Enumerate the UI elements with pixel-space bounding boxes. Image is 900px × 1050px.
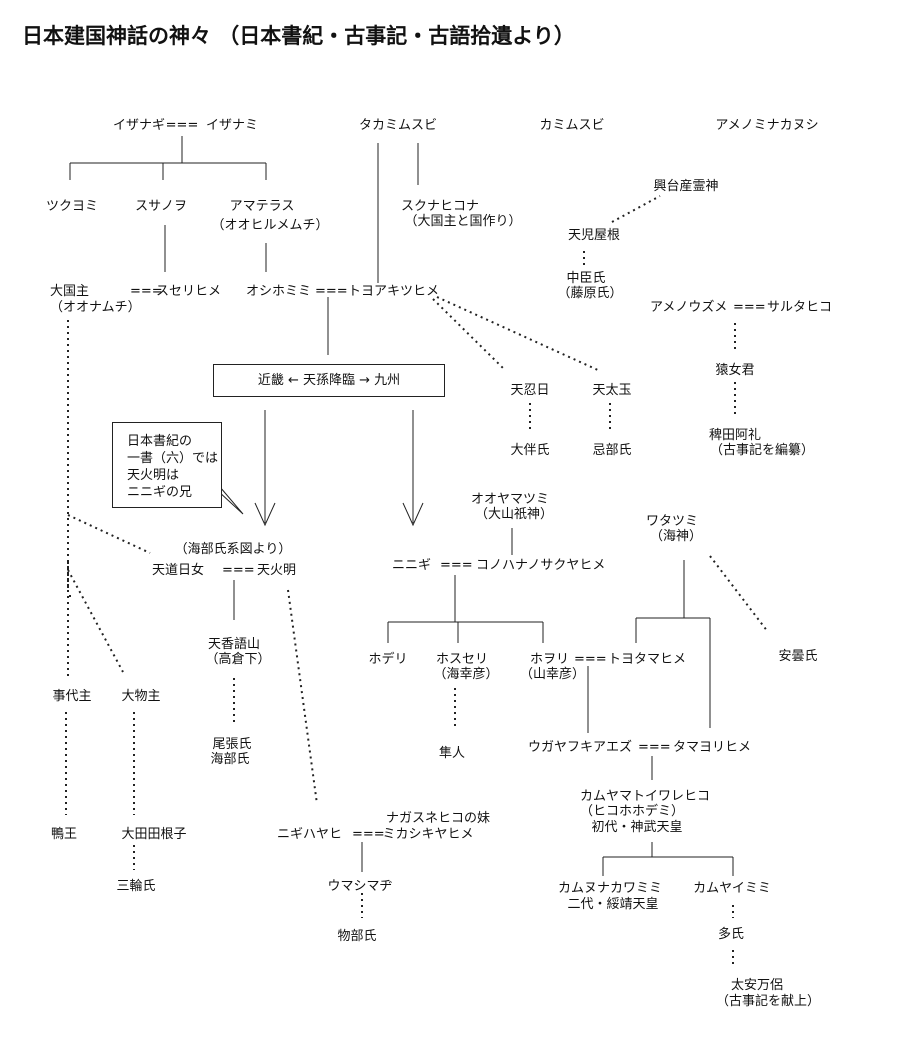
descent-label: 近畿 ← 天孫降臨 → 九州 (257, 373, 401, 388)
node-izanagi: イザナギ (112, 118, 166, 133)
node-sukunahikona-note: （大国主と国作り） (404, 214, 522, 229)
node-hoderi: ホデリ (368, 652, 408, 667)
node-oyasumaro-note: （古事記を献上） (715, 994, 821, 1009)
node-otataneko: 大田田根子 (121, 827, 187, 842)
node-hosuseri: ホスセリ (435, 652, 489, 667)
node-sarume: 猿女君 (715, 363, 755, 378)
node-suizei: 二代・綏靖天皇 (567, 897, 659, 912)
node-takamimusubi: タカミムスビ (358, 118, 438, 133)
node-kamuyaimimi: カムヤイミミ (693, 881, 771, 896)
node-nakatomi: 中臣氏 (566, 271, 606, 286)
node-tamayorihime: タマヨリヒメ (673, 740, 752, 755)
dotted-connectors (65, 195, 769, 968)
node-amenomichihime: 天道日女 (152, 563, 205, 578)
node-okuninushi: 大国主 (50, 284, 90, 299)
node-azumi: 安曇氏 (778, 649, 818, 664)
node-amenohoakari: 天火明 (257, 563, 297, 578)
node-kogotosanrei: 興台産霊神 (653, 179, 719, 194)
node-ugaya: ウガヤフキアエズ (528, 740, 633, 755)
node-hieda-note: （古事記を編纂） (709, 443, 815, 458)
marriage-symbol: === (352, 827, 385, 842)
marriage-symbol: === (165, 118, 199, 133)
marriage-symbol: === (638, 740, 671, 755)
node-suserihime: スセリヒメ (156, 284, 222, 299)
node-tsukuyomi: ツクヨミ (45, 199, 99, 214)
node-hieda: 稗田阿礼 (708, 428, 762, 443)
node-amaterasu: アマテラス (229, 199, 295, 214)
node-mikashikiyahime: ミカシキヤヒメ (382, 827, 474, 842)
node-amenofutodama: 天太玉 (592, 383, 632, 398)
node-mononobe: 物部氏 (337, 929, 377, 944)
note-box: 日本書紀の 一書（六）では 天火明は ニニギの兄 (112, 422, 222, 508)
node-kamununakawamimi: カムヌナカワミミ (557, 881, 663, 896)
node-konohanasakuya: コノハナノサクヤヒメ (476, 558, 606, 573)
node-omononushi: 大物主 (121, 689, 161, 704)
note-line: 天火明は (127, 468, 180, 483)
node-umashimaji: ウマシマヂ (327, 879, 393, 894)
node-izanami: イザナミ (205, 118, 259, 133)
node-takakuraji: （高倉下） (205, 652, 271, 667)
node-amenooshihi: 天忍日 (510, 383, 550, 398)
node-nigihayahi: ニギハヤヒ (277, 827, 343, 842)
marriage-symbol: === (222, 563, 255, 578)
node-hayato: 隼人 (438, 746, 466, 761)
note-line: ニニギの兄 (127, 485, 193, 500)
node-amenouzume: アメノウズメ (650, 300, 728, 315)
node-okuninushi-alt: （オオナムチ） (50, 300, 141, 315)
node-watatsumi: ワタツミ (645, 514, 699, 529)
node-oyasumaro: 太安万侶 (730, 978, 784, 993)
marriage-symbol: === (574, 652, 607, 667)
node-toyoakitsuhime: トヨアキツヒメ (348, 284, 440, 299)
node-sukunahikona: スクナヒコナ (400, 199, 480, 214)
node-otomo: 大伴氏 (510, 443, 550, 458)
node-kamuyamato: カムヤマトイワレヒコ (579, 789, 711, 804)
node-amabe: 海部氏 (210, 752, 250, 767)
node-hoori: ホヲリ (530, 652, 570, 667)
note-text: 日本書紀の 一書（六）では 天火明は ニニギの兄 (127, 433, 218, 501)
node-oyamatsumi-alt: （大山祇神） (474, 507, 554, 522)
node-inbe: 忌部氏 (592, 443, 632, 458)
node-kamimusubi: カミムスビ (539, 118, 605, 133)
node-sarutahiko: サルタヒコ (767, 300, 833, 315)
page-title: 日本建国神話の神々 （日本書紀・古事記・古語拾遺より） (22, 24, 575, 48)
node-amenominakanushi: アメノミナカヌシ (715, 118, 819, 133)
solid-connectors (69, 136, 734, 876)
marriage-symbol: === (315, 284, 348, 299)
node-miwa: 三輪氏 (116, 879, 156, 894)
node-oyamatsumi: オオヤマツミ (470, 492, 550, 507)
node-owari: 尾張氏 (212, 737, 252, 752)
marriage-symbol: === (130, 284, 163, 299)
marriage-symbol: === (733, 300, 766, 315)
node-nagasunehiko-sister: ナガスネヒコの妹 (385, 811, 491, 826)
node-amenokoyane: 天児屋根 (567, 228, 621, 243)
node-toyotamahime: トヨタマヒメ (608, 652, 687, 667)
node-oshihomimi: オシホミミ (246, 284, 312, 299)
node-susanoo: スサノヲ (135, 199, 187, 214)
node-hikohohodemi: （ヒコホホデミ） (579, 804, 685, 819)
node-amenokagoyama: 天香語山 (207, 637, 261, 652)
node-hoori-alt: （山幸彦） (520, 667, 586, 682)
note-line: 日本書紀の (127, 434, 193, 449)
descent-box: 近畿 ← 天孫降臨 → 九州 (213, 364, 445, 397)
note-line: 一書（六）では (127, 451, 219, 466)
node-amabe-note: （海部氏系図より） (174, 542, 292, 557)
node-kamo: 鴨王 (50, 827, 78, 842)
node-hosuseri-alt: （海幸彦） (433, 667, 499, 682)
node-ninigi: ニニギ (392, 558, 432, 573)
node-jimmu: 初代・神武天皇 (591, 820, 683, 835)
node-watatsumi-alt: （海神） (649, 529, 703, 544)
node-fujiwara: （藤原氏） (557, 286, 623, 301)
node-oo: 多氏 (717, 927, 745, 942)
node-amaterasu-alt: （オオヒルメムチ） (211, 218, 329, 233)
marriage-symbol: === (440, 558, 473, 573)
node-kotoshironushi: 事代主 (52, 689, 92, 704)
